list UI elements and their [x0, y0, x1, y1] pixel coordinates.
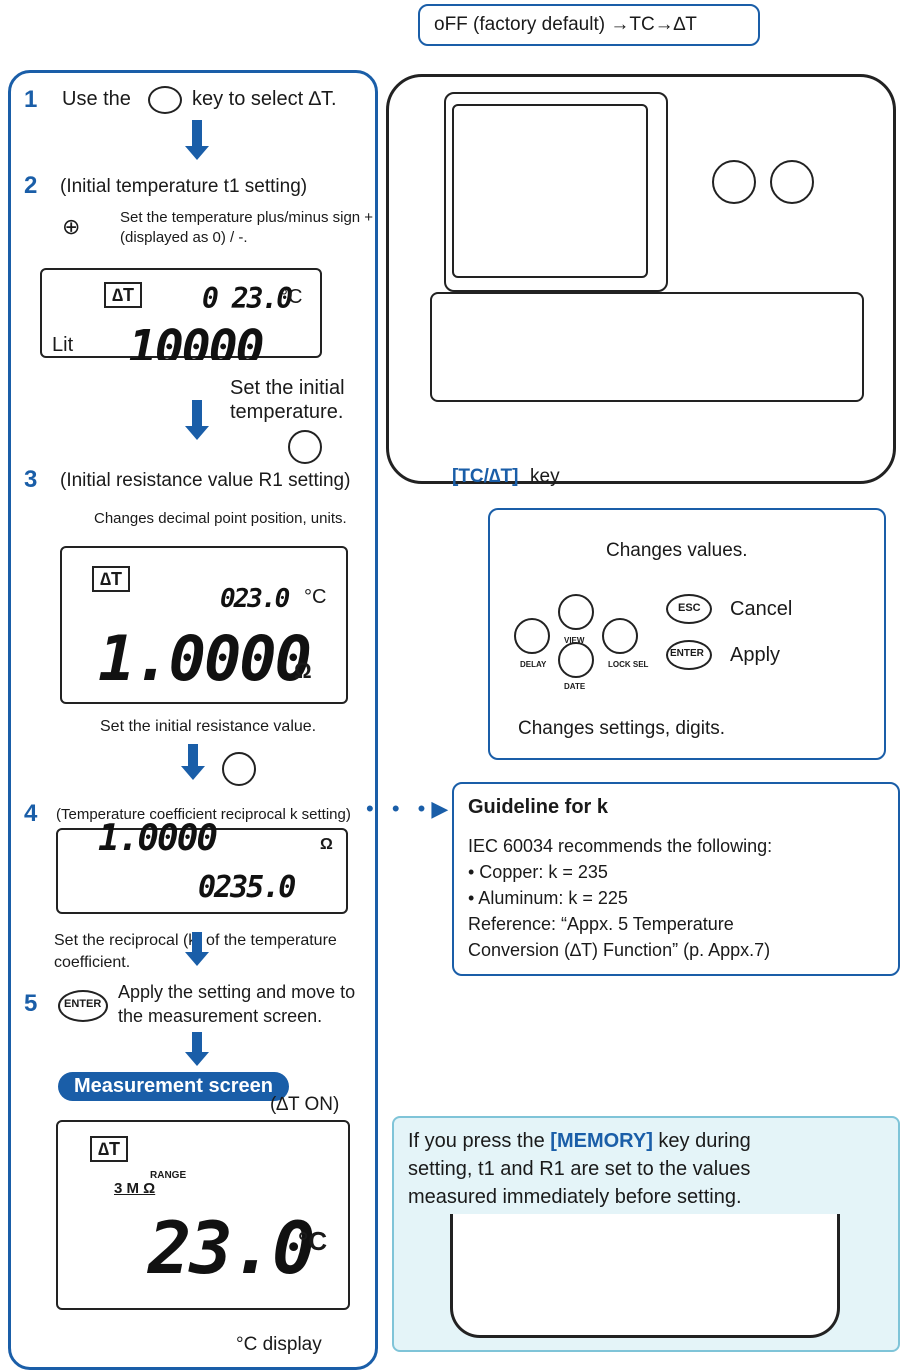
enter-key-label: ENTER [64, 998, 102, 1010]
step-3-title: (Initial resistance value R1 setting) [60, 470, 351, 491]
guideline-box: Guideline for k IEC 60034 recommends the… [452, 782, 900, 976]
delay-label: DELAY [520, 660, 547, 669]
enter-key-icon [58, 990, 108, 1022]
lcd-step-2: ∆T 0 23.0 °C 10000 [40, 268, 322, 360]
celsius-display-caption: °C display [236, 1334, 322, 1355]
right-key-icon-3 [222, 752, 256, 786]
set-k-note: Set the reciprocal (k) of the temperatur… [54, 932, 337, 971]
left-key-icon [514, 618, 550, 654]
memory-note-line1-pre: If you press the [408, 1130, 551, 1152]
guideline-aluminum: • Aluminum: k = 225 [468, 888, 628, 908]
memory-note-line3: measured immediately before setting. [408, 1186, 742, 1208]
dotted-pointer: • • •▶ [366, 796, 455, 821]
lcd-k-value: 0235.0 [198, 870, 296, 905]
device-mini [450, 1214, 840, 1338]
step-1-number: 1 [24, 86, 38, 113]
step-4-number: 4 [24, 800, 38, 827]
down-arrow-2 [185, 400, 209, 440]
set-res-note: Set the initial resistance value. [100, 718, 317, 735]
measurement-suffix: (∆T ON) [270, 1094, 340, 1115]
lcd-big-digits: 10000 [128, 320, 263, 360]
memory-note-line1-post: key during [652, 1130, 751, 1152]
step-5-number: 5 [24, 990, 38, 1017]
lcd-ohm-4: Ω [320, 836, 333, 853]
lcd-temp-value-3: 023.0 [220, 584, 290, 614]
device-display-window [444, 92, 668, 292]
lcd-step-3: ∆T 023.0 °C 1.0000 Ω [60, 546, 348, 704]
sign-note: Set the temperature plus/minus sign + (d… [120, 209, 374, 246]
step-2-title: (Initial temperature t1 setting) [60, 176, 308, 197]
lcd-resistance-digits: 1.0000 [98, 622, 312, 695]
lcd-dt-indicator: ∆T [104, 282, 143, 308]
guideline-ref1: Reference: “Appx. 5 Temperature [468, 914, 734, 934]
mode-sequence-text: oFF (factory default) →TC→∆T [434, 14, 697, 35]
lcd-temp-value: 0 23.0 [202, 282, 293, 315]
memory-note-line2: setting, t1 and R1 are set to the values [408, 1158, 751, 1180]
lcd-ohm: Ω [294, 658, 312, 683]
esc-key-label: ESC [678, 602, 701, 614]
guideline-title: Guideline for k [468, 796, 609, 818]
lcd-measured-unit: °C [298, 1226, 328, 1256]
step-5-note: Apply the setting and move to the measur… [118, 982, 356, 1026]
step-3-number: 3 [24, 466, 38, 493]
esc-key-icon [666, 594, 712, 624]
step-1-text-post: key to select ∆T. [192, 88, 337, 110]
guideline-ref2: Conversion (∆T) Function” (p. Appx.7) [468, 940, 771, 960]
lcd-range-label: RANGE [150, 1170, 187, 1181]
view-label: VIEW [564, 636, 585, 645]
measurement-screen-pill: Measurement screen [58, 1072, 289, 1101]
tc-dt-key-label: [TC/∆T] [452, 466, 519, 487]
tc-dt-key-suffix: key [530, 466, 560, 487]
device-lcd [452, 104, 648, 278]
enter-key-label-panel: ENTER [670, 648, 704, 659]
step-4-title: (Temperature coefficient reciprocal k se… [56, 806, 351, 823]
lit-label: Lit [52, 334, 74, 356]
memory-note-line1: If you press the [MEMORY] key during [408, 1130, 751, 1153]
lcd-measured-value: 23.0 [148, 1206, 315, 1290]
down-arrow-4 [185, 932, 209, 966]
apply-text: Apply [730, 644, 781, 666]
lcd-dt-indicator-3: ∆T [92, 566, 131, 592]
right-key-icon [288, 430, 322, 464]
lcd-temp-unit-3: °C [304, 586, 327, 608]
lcd-range-value: 3 M Ω [114, 1180, 156, 1197]
device-knob-1 [712, 160, 756, 204]
plus-key-icon [558, 594, 594, 630]
guideline-intro: IEC 60034 recommends the following: [468, 836, 773, 856]
step-2-number: 2 [24, 172, 38, 199]
plus-minus-keys-icon: ⊕ [62, 214, 81, 239]
lcd-step-4: 1.0000 Ω 0235.0 [56, 818, 348, 914]
tc-dt-key-icon [148, 86, 182, 114]
lcd-dt-indicator-m: ∆T [90, 1136, 129, 1162]
lcd-temp-unit: °C [280, 286, 303, 308]
decimal-note: Changes decimal point position, units. [94, 510, 347, 527]
changes-values-text: Changes values. [606, 540, 748, 561]
step-1-text-pre: Use the [62, 88, 131, 110]
right-key-icon-panel [602, 618, 638, 654]
lock-sel-label: LOCK SEL [608, 660, 649, 669]
lcd-measurement: ∆T RANGE 3 M Ω 23.0 °C [56, 1120, 350, 1310]
set-initial-temp-note: Set the initial temperature. [230, 377, 345, 423]
keys-panel: Changes values. VIEW DELAY DATE LOCK SEL… [488, 508, 886, 760]
device-body [386, 74, 896, 484]
minus-key-icon [558, 642, 594, 678]
down-arrow-5 [185, 1032, 209, 1066]
device-knob-2 [770, 160, 814, 204]
memory-note-box: If you press the [MEMORY] key during set… [392, 1116, 900, 1352]
device-button-area [430, 292, 864, 402]
date-label: DATE [564, 682, 586, 691]
cancel-text: Cancel [730, 598, 793, 620]
down-arrow-3 [181, 744, 205, 780]
enter-key-icon-panel [666, 640, 712, 670]
down-arrow-1 [185, 120, 209, 160]
guideline-copper: • Copper: k = 235 [468, 862, 608, 882]
mode-sequence-box: oFF (factory default) →TC→∆T [418, 4, 760, 46]
lcd-resistance-digits-4: 1.0000 [98, 818, 218, 859]
memory-key-label: [MEMORY] [550, 1130, 653, 1152]
changes-settings-text: Changes settings, digits. [518, 718, 726, 739]
